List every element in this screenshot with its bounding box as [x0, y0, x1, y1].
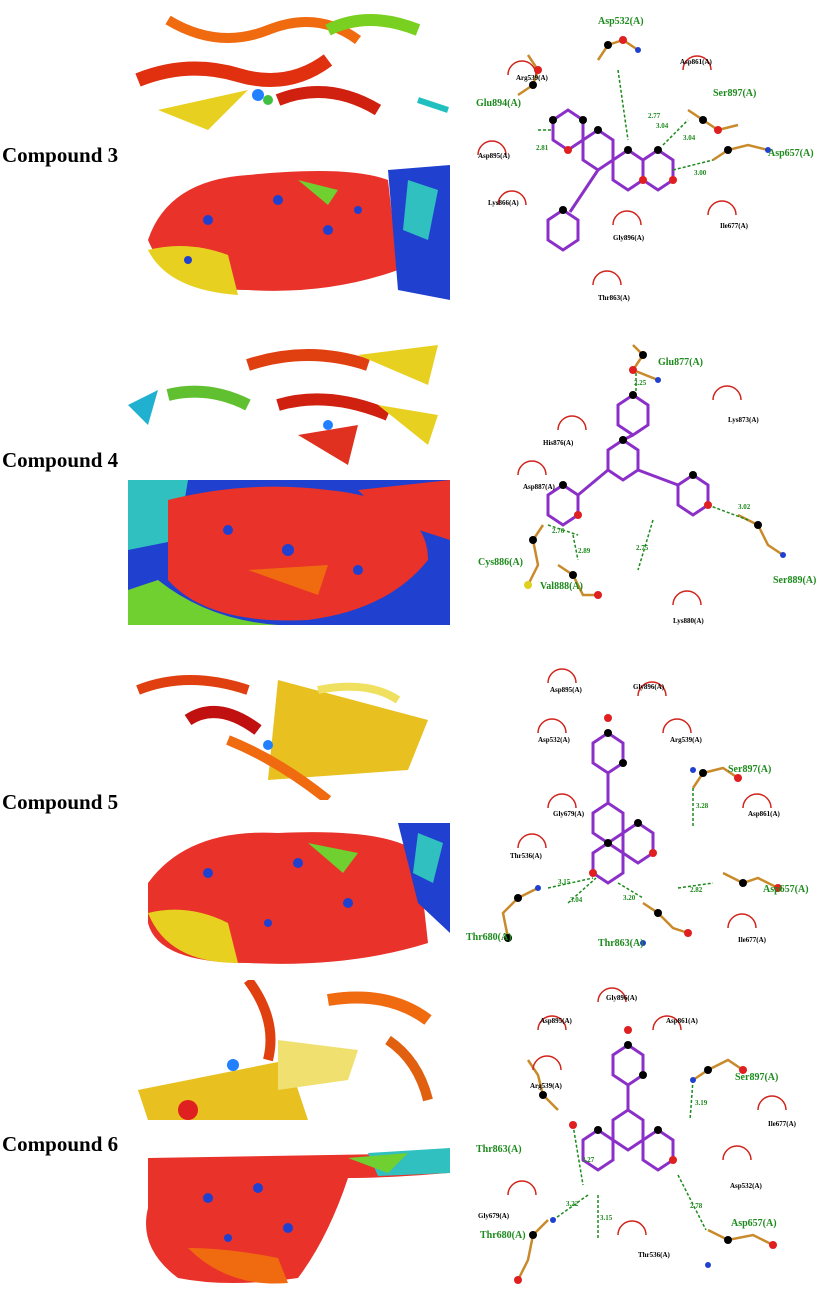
ribbon-structure-image	[128, 335, 450, 470]
hydrophobic-residue: Gly896(A)	[606, 994, 638, 1002]
hbond-distance: 3.27	[582, 1156, 595, 1164]
hbond-residue: Ser889(A)	[773, 575, 816, 586]
hydrophobic-residue: Thr536(A)	[510, 852, 543, 860]
panel-compound-4: Compound 4	[0, 325, 823, 635]
ligplot-diagram: Ser897(A) Asp657(A) Thr680(A) Thr863(A) …	[458, 648, 823, 968]
hbond-residue: Thr680(A)	[480, 1230, 526, 1241]
surface-structure-image	[128, 1148, 450, 1288]
hydrophobic-residue: Ile677(A)	[720, 222, 749, 230]
hydrophobic-residue: Asp532(A)	[730, 1182, 763, 1190]
compound-label: Compound 4	[2, 448, 119, 472]
ligplot-diagram: Ser897(A) Thr863(A) Thr680(A) Asp657(A) …	[458, 980, 823, 1294]
hydrophobic-residue: Asp861(A)	[666, 1017, 699, 1025]
hbond-residue: Ser897(A)	[728, 764, 771, 775]
hbond-residue: Asp657(A)	[768, 148, 814, 159]
hydrophobic-residue: Gly896(A)	[633, 683, 665, 691]
panel-compound-3: Compound 3	[0, 0, 823, 310]
hydrophobic-residue: Arg539(A)	[516, 74, 549, 82]
hydrophobic-residue: Asp895(A)	[540, 1017, 573, 1025]
hydrophobic-residue: Thr863(A)	[598, 294, 631, 302]
hbond-residue: Ser897(A)	[735, 1072, 778, 1083]
surface-structure-image	[128, 480, 450, 625]
surface-structure-image	[128, 160, 450, 300]
hydrophobic-residue: Ile677(A)	[738, 936, 767, 944]
hydrophobic-residue: Asp895(A)	[478, 152, 511, 160]
hbond-distance: 2.81	[536, 144, 549, 152]
hydrophobic-residue: Asp532(A)	[538, 736, 571, 744]
hbond-distance: 3.28	[696, 802, 709, 810]
hydrophobic-residue: Arg539(A)	[670, 736, 703, 744]
hydrophobic-residue: Asp861(A)	[680, 58, 713, 66]
ribbon-structure-image	[128, 0, 450, 145]
hydrophobic-residue: Arg539(A)	[530, 1082, 563, 1090]
hydrophobic-residue: Asp861(A)	[748, 810, 781, 818]
hbond-residue: Asp532(A)	[598, 16, 644, 27]
hbond-residue: Val888(A)	[540, 581, 583, 592]
hbond-residue: Thr863(A)	[476, 1144, 522, 1155]
hbond-distance: 2.25	[634, 379, 647, 387]
hydrophobic-residue: Gly896(A)	[613, 234, 645, 242]
hbond-residue: Glu877(A)	[658, 357, 703, 368]
hydrophobic-residue: Lys873(A)	[728, 416, 759, 424]
hbond-distance: 3.04	[570, 896, 583, 904]
ligplot-diagram: Glu877(A) Cys886(A) Val888(A) Ser889(A) …	[458, 325, 823, 635]
hbond-residue: Thr680(A)	[466, 932, 512, 943]
hbond-distance: 2.77	[648, 112, 661, 120]
compound-label: Compound 6	[2, 1132, 119, 1156]
hydrophobic-residue: Gly679(A)	[553, 810, 585, 818]
hydrophobic-residue: His876(A)	[543, 439, 574, 447]
hbond-residue: Thr863(A)	[598, 938, 644, 949]
hbond-residue: Cys886(A)	[478, 557, 523, 568]
ribbon-structure-image	[128, 660, 450, 800]
panel-compound-6: Compound 6	[0, 980, 823, 1294]
surface-structure-image	[128, 823, 450, 968]
hbond-distance: 3.22	[566, 1200, 579, 1208]
hydrophobic-residue: Asp895(A)	[550, 686, 583, 694]
hbond-distance: 3.04	[656, 122, 669, 130]
hbond-distance: 3.00	[694, 169, 707, 177]
hbond-residue: Glu894(A)	[476, 98, 521, 109]
hbond-residue: Asp657(A)	[731, 1218, 777, 1229]
hbond-distance: 2.78	[690, 1202, 703, 1210]
hbond-distance: 3.02	[738, 503, 751, 511]
hbond-distance: 3.15	[600, 1214, 613, 1222]
hbond-distance: 2.76	[552, 527, 565, 535]
hydrophobic-residue: Gly679(A)	[478, 1212, 510, 1220]
hbond-residue: Asp657(A)	[763, 884, 809, 895]
ribbon-structure-image	[128, 980, 450, 1130]
hydrophobic-residue: Thr536(A)	[638, 1251, 671, 1259]
hbond-distance: 3.19	[695, 1099, 708, 1107]
ligplot-diagram: Asp532(A) Glu894(A) Ser897(A) Asp657(A) …	[458, 0, 823, 310]
hbond-distance: 2.89	[578, 547, 591, 555]
hydrophobic-residue: Asp887(A)	[523, 483, 556, 491]
compound-label: Compound 3	[2, 143, 119, 167]
hbond-distance: 2.82	[690, 886, 703, 894]
hbond-residue: Ser897(A)	[713, 88, 756, 99]
hbond-distance: 3.15	[558, 878, 571, 886]
hbond-distance: 3.20	[623, 894, 636, 902]
hbond-distance: 3.04	[683, 134, 696, 142]
hydrophobic-residue: Lys866(A)	[488, 199, 519, 207]
hydrophobic-residue: Ile677(A)	[768, 1120, 797, 1128]
panel-compound-5: Compound 5	[0, 648, 823, 968]
hydrophobic-residue: Lys880(A)	[673, 617, 704, 625]
compound-label: Compound 5	[2, 790, 119, 814]
hbond-distance: 2.75	[636, 544, 649, 552]
